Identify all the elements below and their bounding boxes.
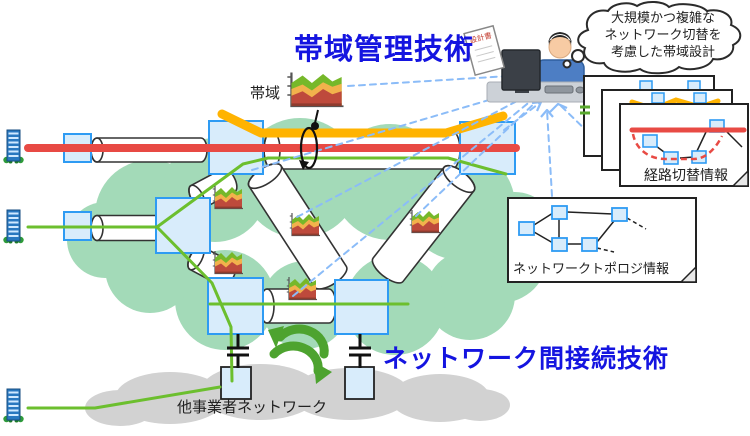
operator-icon: 設計書 (463, 24, 588, 103)
green-path-top (155, 156, 508, 229)
fold-corner (731, 169, 749, 187)
carrier-node-right (344, 366, 375, 400)
capacitor-icon (227, 334, 249, 368)
card-front (619, 103, 749, 187)
page-title: 帯域管理技術 (294, 34, 475, 66)
thought-bubble-text: 大規模かつ複雑な ネットワーク切替を 考慮した帯域設計 (596, 9, 730, 60)
bubble-line: 大規模かつ複雑な (610, 10, 715, 25)
exchange-icon (268, 324, 332, 384)
bandwidth-label: 帯域 (250, 85, 281, 102)
carrier-nodes (220, 366, 375, 400)
carrier-node-left (220, 366, 252, 400)
keyboard-icon (544, 85, 574, 94)
document-icon: 設計書 (463, 24, 506, 77)
monitoring-links (251, 74, 598, 297)
rotation-icon (299, 109, 319, 170)
building-icon (2, 388, 25, 423)
mouse-icon (575, 86, 585, 94)
thought-bubble-icon (562, 1, 742, 75)
bandwidth-chart-icon (286, 71, 345, 108)
green-path-carrier (26, 385, 222, 410)
carrier-cloud (85, 364, 510, 426)
topology-label: ネットワークトポロジ情報 (513, 261, 670, 276)
interconnect-links (227, 334, 371, 368)
capacitor-icon (349, 334, 371, 368)
bubble-line: ネットワーク切替を (604, 27, 722, 43)
bubble-line: 考慮した帯域設計 (610, 44, 715, 60)
route-switch-label: 経路切替情報 (644, 167, 728, 183)
traffic-paths (24, 109, 520, 410)
node-gateway-left (207, 277, 264, 335)
other-carrier-label: 他事業者ネットワーク (177, 399, 328, 416)
fold-corner (679, 265, 697, 283)
topology-panel (507, 197, 697, 283)
building-icon (2, 209, 25, 244)
building-icon (2, 129, 25, 164)
interconnect-title: ネットワーク間接続技術 (383, 345, 670, 373)
node-gateway-right (334, 279, 389, 335)
route-switch-cards (580, 75, 749, 187)
monitor-icon (501, 49, 541, 91)
